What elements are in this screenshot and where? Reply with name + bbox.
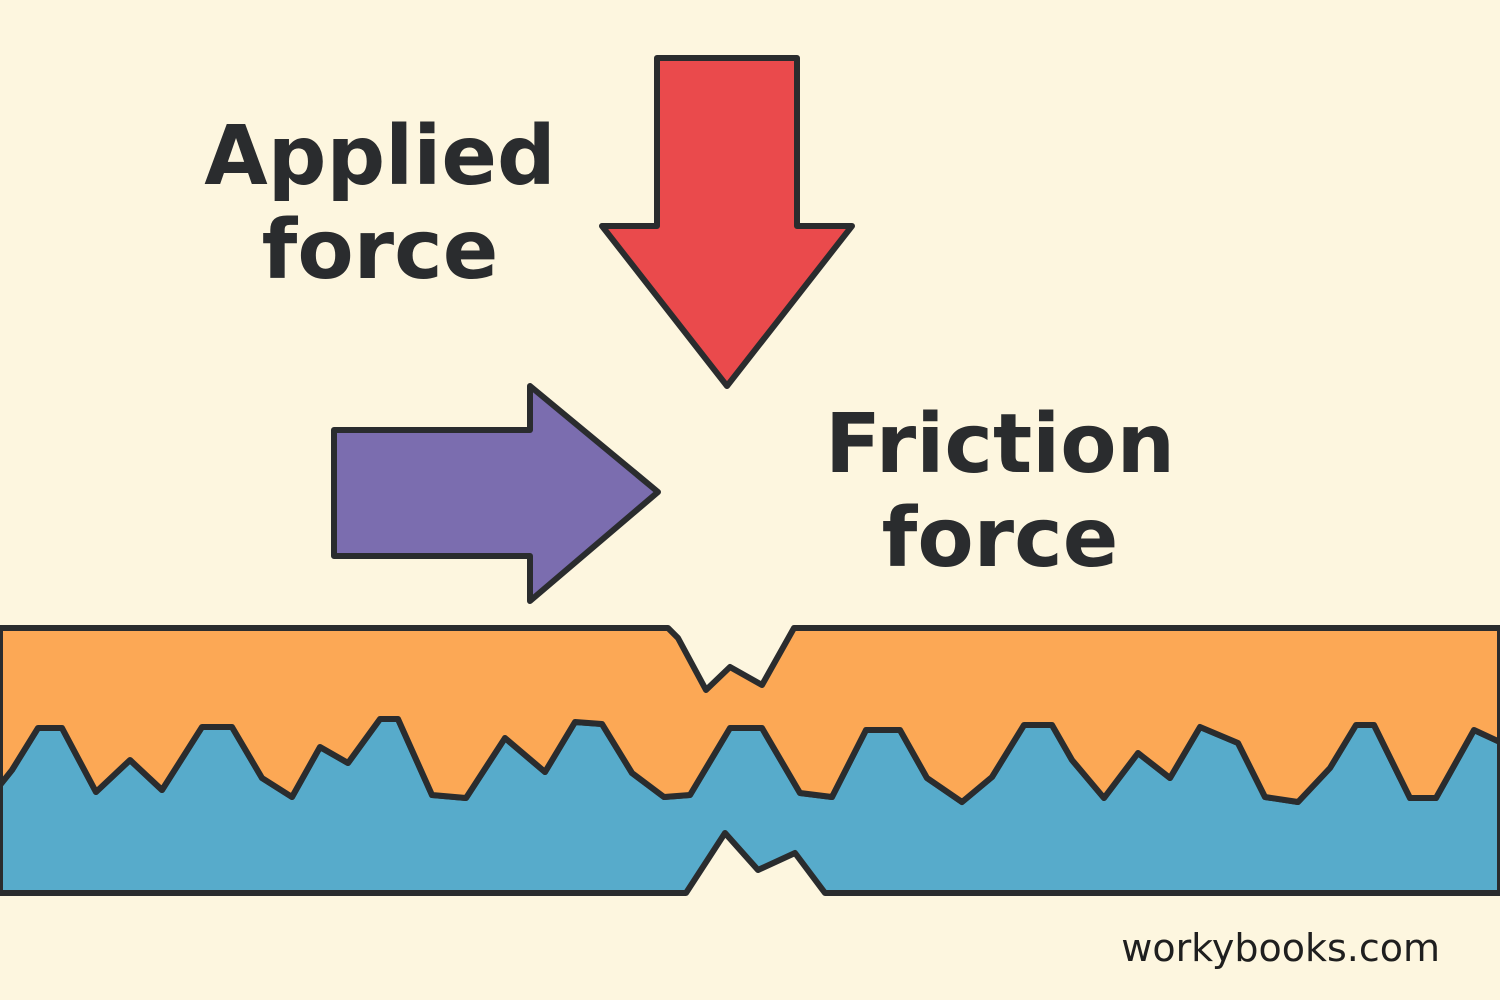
- applied-force-label: Applied force: [180, 110, 580, 298]
- applied-force-arrow: [599, 55, 855, 389]
- friction-force-arrow: [331, 383, 661, 604]
- watermark-text: workybooks.com: [1121, 926, 1440, 970]
- friction-force-label: Friction force: [790, 398, 1210, 586]
- applied-force-label-line2: force: [261, 203, 499, 298]
- applied-force-label-line1: Applied: [204, 109, 556, 204]
- upper-surface: [0, 625, 1500, 805]
- friction-force-label-line1: Friction: [825, 397, 1175, 492]
- friction-force-label-line2: force: [881, 491, 1119, 586]
